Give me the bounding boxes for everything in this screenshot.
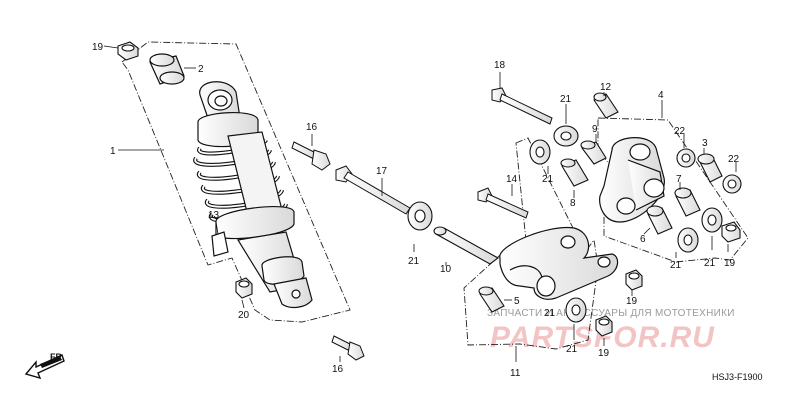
part-bolt-14	[477, 187, 529, 219]
callout-19-arm: 19	[626, 296, 638, 307]
callout-21-mid: 21	[408, 256, 420, 267]
front-arrow-icon	[24, 354, 65, 380]
callout-21-arm-lower: 21	[566, 344, 578, 355]
callout-9: 9	[592, 124, 598, 135]
part-washer-22-right	[722, 174, 742, 194]
part-collar-10	[433, 226, 500, 265]
callout-16-upper: 16	[306, 122, 318, 133]
callout-5: 5	[514, 296, 520, 307]
callout-21-link-lower: 21	[670, 260, 682, 271]
callout-20: 20	[238, 310, 250, 321]
part-bushing-2	[149, 53, 185, 85]
part-washer-21-upper	[553, 125, 579, 147]
watermark-caption: ЗАПЧАСТИ И АКСЕССУАРЫ ДЛЯ МОТОТЕХНИКИ	[487, 308, 735, 319]
part-bolt-17	[335, 165, 411, 215]
rear-shock-absorber	[193, 81, 313, 309]
callout-19-bottom: 19	[598, 348, 610, 359]
callout-17: 17	[376, 166, 388, 177]
part-nut-19-top	[117, 41, 139, 61]
front-direction-indicator: FR.	[24, 352, 65, 380]
part-bolt-16-upper	[291, 141, 331, 171]
part-collar-9	[580, 140, 607, 165]
callout-19-right: 19	[724, 258, 736, 269]
callout-22-left: 22	[674, 126, 686, 137]
callout-22-right: 22	[728, 154, 740, 165]
part-bushing-5	[478, 286, 505, 313]
part-nut-19-bottom	[595, 315, 613, 337]
part-bolt-16-lower	[331, 335, 365, 361]
part-washer-21-arm-lower	[565, 297, 587, 323]
part-washer-21-left	[529, 139, 551, 165]
callout-21-link-right: 21	[704, 258, 716, 269]
callout-18: 18	[494, 60, 506, 71]
part-bushing-7	[674, 187, 701, 217]
part-shock-link-4	[599, 137, 665, 223]
part-nut-20	[235, 277, 253, 299]
callout-7: 7	[676, 174, 682, 185]
part-nut-19-arm	[625, 269, 643, 291]
callout-8: 8	[570, 198, 576, 209]
callout-1: 1	[110, 146, 116, 157]
part-bolt-18	[491, 87, 553, 125]
diagram-code: HSJ3-F1900	[712, 372, 763, 382]
part-nut-19-right	[721, 221, 741, 243]
part-bushing-3	[697, 153, 723, 183]
part-washer-21-mid	[407, 201, 433, 231]
part-bushing-6	[646, 205, 673, 235]
part-washer-21-link-lower	[677, 227, 699, 253]
callout-21-left: 21	[542, 174, 554, 185]
leader-lines	[103, 45, 737, 362]
callout-4: 4	[658, 90, 664, 101]
callout-10: 10	[440, 264, 452, 275]
part-collar-8	[560, 158, 589, 187]
callout-12: 12	[600, 82, 612, 93]
callout-2: 2	[198, 64, 204, 75]
callout-labels: 1 2 13 19 20 16 17 21 16 18 12 21 9 21 8…	[92, 42, 740, 379]
callout-14: 14	[506, 174, 518, 185]
part-washer-22-left	[676, 148, 696, 168]
callout-13: 13	[208, 210, 220, 221]
part-washer-21-link-right	[701, 207, 723, 233]
callout-3: 3	[702, 138, 708, 149]
callout-16-lower: 16	[332, 364, 344, 375]
callout-6: 6	[640, 234, 646, 245]
callout-11: 11	[510, 368, 521, 379]
callout-21-arm-upper: 21	[544, 308, 556, 319]
front-label: FR.	[50, 352, 65, 362]
callout-21-upper: 21	[560, 94, 572, 105]
part-collar-12	[593, 92, 619, 119]
callout-19-top: 19	[92, 42, 104, 53]
frame-shock-assembly	[121, 41, 351, 323]
part-shock-arm-11	[499, 226, 619, 300]
